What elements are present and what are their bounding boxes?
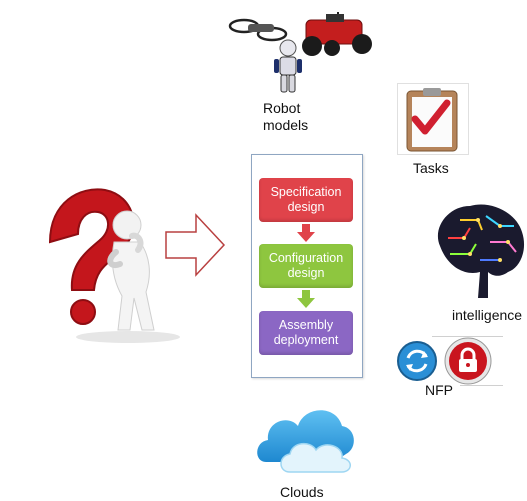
configuration-design-stage: Configuration design: [259, 244, 353, 288]
specification-design-stage: Specification design: [259, 178, 353, 222]
down-arrow-icon: [297, 224, 315, 242]
assembly-deployment-stage: Assembly deployment: [259, 311, 353, 355]
configuration-design-label: Configuration design: [268, 251, 344, 280]
nfp-label: NFP: [425, 382, 453, 398]
sync-and-lock-icon: [396, 336, 503, 386]
clouds-icon: [254, 398, 358, 476]
right-arrow-icon: [164, 212, 226, 278]
robot-models-icon: [228, 8, 376, 98]
assembly-deployment-label: Assembly deployment: [273, 318, 339, 347]
intelligence-label: intelligence: [452, 307, 523, 323]
brain-circuit-icon: [430, 198, 527, 300]
down-arrow-icon: [297, 290, 315, 308]
specification-design-label: Specification design: [270, 185, 342, 214]
clipboard-check-icon: [397, 83, 469, 155]
clouds-label: Clouds: [280, 484, 324, 500]
robot-models-label: Robot models: [263, 100, 309, 133]
thinking-person-question-icon: [10, 172, 186, 350]
tasks-label: Tasks: [413, 160, 449, 176]
